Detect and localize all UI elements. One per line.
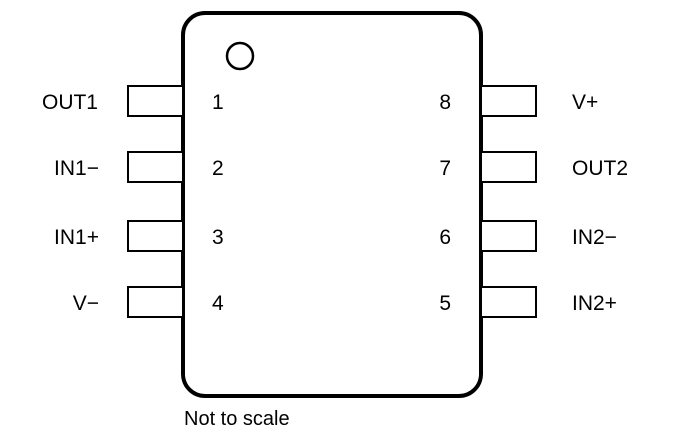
pin-number: 4 [212,292,224,315]
left-pin-2: IN1− 2 [54,151,224,183]
left-pin-1: OUT1 1 [42,85,224,117]
pin-name: V+ [572,91,598,114]
package-body [181,11,483,398]
right-pin-5: 5 IN2+ [439,286,617,318]
pin-lead [480,220,537,252]
pin-number: 8 [439,91,451,114]
pin-lead [127,85,184,117]
pin-lead [480,85,537,117]
pin-name: IN1− [54,157,99,180]
pin-name: IN2+ [572,292,617,315]
pin1-indicator-icon [225,41,255,71]
pin-name: OUT2 [572,157,628,180]
scale-note: Not to scale [184,408,290,430]
pin-number: 5 [439,292,451,315]
pin-number: 2 [212,157,224,180]
pin-name: V− [73,292,99,315]
pin-number: 7 [439,157,451,180]
pin-lead [480,151,537,183]
left-pin-3: IN1+ 3 [54,220,224,252]
pin-lead [127,286,184,318]
pin-lead [480,286,537,318]
pin-lead [127,220,184,252]
right-pin-6: 6 IN2− [439,220,617,252]
pin-name: IN1+ [54,226,99,249]
pin-number: 1 [212,91,224,114]
pin-lead [127,151,184,183]
pin-name: OUT1 [42,91,98,114]
right-pin-7: 7 OUT2 [439,151,628,183]
pin-name: IN2− [572,226,617,249]
pin-number: 3 [212,226,224,249]
pin-number: 6 [439,226,451,249]
right-pin-8: 8 V+ [439,85,598,117]
left-pin-4: V− 4 [73,286,224,318]
